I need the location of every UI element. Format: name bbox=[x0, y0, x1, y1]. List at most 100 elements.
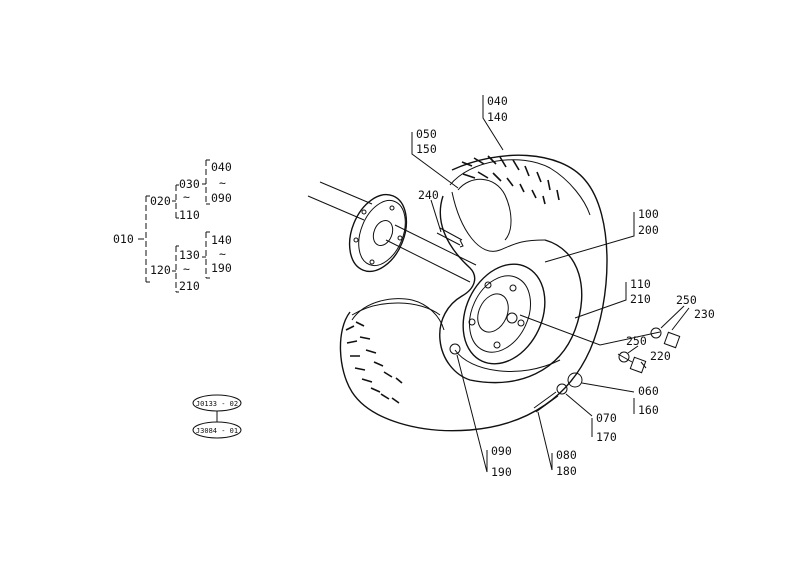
tree-item-label: 130 bbox=[179, 248, 200, 262]
tree-item-label: 030 bbox=[179, 177, 200, 191]
rim-disc-inner bbox=[469, 275, 531, 353]
callout-250-lower: 250 bbox=[626, 334, 647, 348]
flange-stud-hole bbox=[361, 209, 367, 215]
flange-outer bbox=[348, 193, 408, 273]
tree-bracket bbox=[172, 184, 179, 219]
callout-210: 210 bbox=[630, 292, 651, 306]
tree-item-label: 140 bbox=[211, 233, 232, 247]
tree-tilde: ~ bbox=[183, 262, 190, 276]
flange-stud-hole bbox=[397, 235, 403, 241]
tree-tilde: ~ bbox=[183, 190, 190, 204]
leader-060 bbox=[581, 382, 635, 414]
tree-tilde: ~ bbox=[219, 247, 226, 261]
hub-flange bbox=[348, 193, 408, 273]
tree-bracket bbox=[202, 231, 210, 279]
callout-070: 070 bbox=[596, 411, 617, 425]
callout-180: 180 bbox=[556, 464, 577, 478]
callout-150: 150 bbox=[416, 142, 437, 156]
inner-tube bbox=[351, 178, 512, 331]
tree-item-label: 040 bbox=[211, 160, 232, 174]
hex-bolt-head bbox=[663, 331, 681, 349]
rim-nut bbox=[506, 312, 518, 324]
fasteners bbox=[533, 327, 681, 413]
tire-bead-line bbox=[449, 159, 591, 216]
tree-group-label: 020 bbox=[150, 194, 171, 208]
rim-center-bore bbox=[477, 293, 509, 333]
reference-badges: J0133 - 02 J3084 - 01 bbox=[192, 394, 242, 439]
tree-tilde: ~ bbox=[219, 176, 226, 190]
leader-080 bbox=[537, 411, 553, 471]
leader-240 bbox=[430, 199, 442, 233]
tire-outer-edge bbox=[339, 154, 608, 432]
leader-040 bbox=[482, 95, 504, 151]
badge-bottom-text: J3084 - 01 bbox=[196, 427, 238, 435]
callout-labels: 040 140 050 150 240 100 200 110 210 250 … bbox=[416, 94, 715, 479]
leader-090 bbox=[456, 354, 488, 473]
rim-bolt-hole bbox=[493, 341, 501, 349]
tree-item-label: 190 bbox=[211, 261, 232, 275]
tube-lower-outline bbox=[351, 298, 445, 331]
valve-stem bbox=[436, 227, 464, 248]
callout-110: 110 bbox=[630, 277, 651, 291]
flange-stud-hole bbox=[369, 259, 375, 265]
leader-070 bbox=[565, 393, 593, 437]
callout-170: 170 bbox=[596, 430, 617, 444]
rim-bolt-hole bbox=[517, 319, 525, 327]
tube-lower-inner bbox=[351, 302, 441, 316]
tree-item-label: 210 bbox=[179, 279, 200, 293]
leader-nut-to-rim bbox=[519, 314, 661, 346]
rim-inner-flange bbox=[451, 191, 546, 252]
leader-110 bbox=[574, 282, 627, 319]
axle-lines bbox=[307, 181, 477, 283]
tire bbox=[339, 154, 608, 432]
tree-bracket bbox=[202, 159, 210, 205]
callout-080: 080 bbox=[556, 448, 577, 462]
leader-220 bbox=[640, 361, 647, 369]
callout-100: 100 bbox=[638, 207, 659, 221]
callout-220: 220 bbox=[650, 349, 671, 363]
callout-050: 050 bbox=[416, 127, 437, 141]
leader-lines bbox=[411, 95, 690, 473]
tire-tread-lower bbox=[345, 321, 403, 404]
callout-250-upper: 250 bbox=[676, 293, 697, 307]
bolt-shank bbox=[617, 353, 633, 363]
tree-root-label: 010 bbox=[113, 232, 134, 246]
callout-200: 200 bbox=[638, 223, 659, 237]
callout-190: 190 bbox=[491, 465, 512, 479]
valve-core bbox=[556, 383, 568, 395]
valve-body bbox=[533, 391, 559, 413]
lug-nut bbox=[618, 351, 630, 363]
rim-bolt-hole bbox=[468, 318, 476, 326]
rim-bolt-hole bbox=[484, 281, 492, 289]
lug-nut bbox=[650, 327, 662, 339]
flange-bore bbox=[372, 219, 394, 247]
valve-hole bbox=[449, 343, 461, 355]
badge-top-text: J0133 - 02 bbox=[196, 400, 238, 408]
callout-040: 040 bbox=[487, 94, 508, 108]
valve-stem-part bbox=[436, 227, 464, 248]
leader-100 bbox=[544, 212, 635, 263]
rim-bolt-hole bbox=[509, 284, 517, 292]
tube-upper-outline bbox=[457, 178, 512, 241]
callout-240: 240 bbox=[418, 188, 439, 202]
leader-230 bbox=[671, 307, 690, 331]
leader-250a bbox=[660, 305, 685, 329]
hex-bolt-head bbox=[629, 356, 647, 374]
callout-160: 160 bbox=[638, 403, 659, 417]
axle-shaft bbox=[307, 181, 477, 283]
callout-090: 090 bbox=[491, 444, 512, 458]
leader-050 bbox=[411, 132, 459, 189]
leader-250b bbox=[627, 345, 639, 354]
part-tree: 010 020 120 030 ~ 110 040 ~ 090 130 ~ 21… bbox=[113, 159, 232, 293]
flange-stud-hole bbox=[389, 205, 395, 211]
flange-stud-hole bbox=[353, 237, 359, 243]
rim-disc bbox=[462, 263, 546, 365]
tree-root-bracket bbox=[138, 195, 150, 283]
badge-bottom-outline bbox=[192, 421, 242, 439]
tire-tread-upper bbox=[461, 155, 560, 205]
callout-060: 060 bbox=[638, 384, 659, 398]
valve-cap bbox=[567, 372, 583, 388]
rim-lip bbox=[454, 349, 561, 372]
